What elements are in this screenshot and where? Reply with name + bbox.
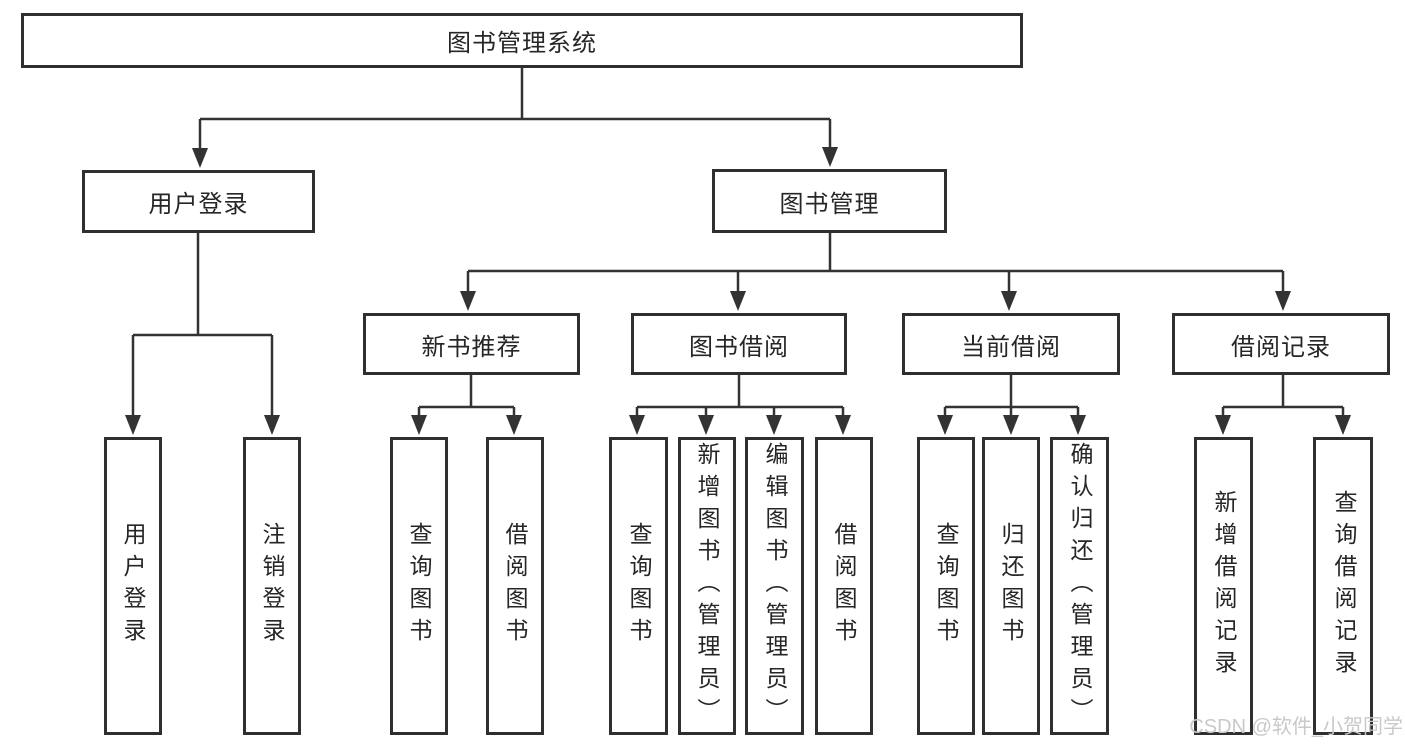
arrowhead	[1335, 415, 1351, 435]
arrowhead	[835, 415, 851, 435]
arrowhead	[822, 147, 838, 167]
leaf-add-borrow-record: 新增借阅记录	[1194, 437, 1253, 735]
arrowhead	[766, 415, 782, 435]
node-new-book-recommend: 新书推荐	[363, 313, 580, 375]
leaf-query-books: 查询图书	[917, 437, 975, 735]
node-user-login: 用户登录	[82, 170, 315, 233]
arrowhead	[698, 415, 714, 435]
node-current-borrow: 当前借阅	[902, 313, 1120, 375]
arrowhead	[460, 291, 476, 311]
arrowhead	[506, 415, 522, 435]
connector-current	[943, 375, 1080, 417]
arrowhead	[1070, 415, 1086, 435]
leaf-borrow-books: 借阅图书	[815, 437, 873, 735]
arrowhead	[192, 148, 208, 168]
node-book-management: 图书管理	[712, 169, 947, 233]
connector-recommend	[417, 375, 516, 417]
connector-root	[198, 68, 832, 150]
watermark-text: CSDN @软件_小贺同学	[1189, 716, 1403, 738]
connector-login	[131, 233, 274, 417]
leaf-query-books: 查询图书	[609, 437, 668, 735]
node-borrow-records: 借阅记录	[1172, 313, 1390, 375]
arrowhead	[937, 415, 953, 435]
leaf-return-books: 归还图书	[982, 437, 1040, 735]
leaf-edit-books-admin: 编辑图书（管理员）	[745, 437, 804, 735]
leaf-confirm-return-admin: 确认归还（管理员）	[1050, 437, 1109, 735]
arrowhead	[1275, 291, 1291, 311]
leaf-logout: 注销登录	[243, 437, 301, 735]
node-book-borrow: 图书借阅	[631, 313, 847, 375]
arrowhead	[1003, 415, 1019, 435]
arrowhead	[125, 415, 141, 435]
node-system-root: 图书管理系统	[21, 13, 1023, 68]
leaf-add-books-admin: 新增图书（管理员）	[678, 437, 736, 735]
connector-mgmt	[466, 233, 1285, 293]
leaf-query-books: 查询图书	[390, 437, 448, 735]
arrowhead	[411, 415, 427, 435]
arrowhead	[629, 415, 645, 435]
leaf-borrow-books: 借阅图书	[486, 437, 544, 735]
arrowhead	[730, 291, 746, 311]
arrowhead	[1215, 415, 1231, 435]
connector-records	[1221, 375, 1345, 417]
leaf-query-borrow-record: 查询借阅记录	[1313, 437, 1373, 735]
connector-borrow	[635, 375, 845, 417]
leaf-user-login: 用户登录	[104, 437, 162, 735]
arrowhead	[1001, 291, 1017, 311]
arrowhead	[264, 415, 280, 435]
